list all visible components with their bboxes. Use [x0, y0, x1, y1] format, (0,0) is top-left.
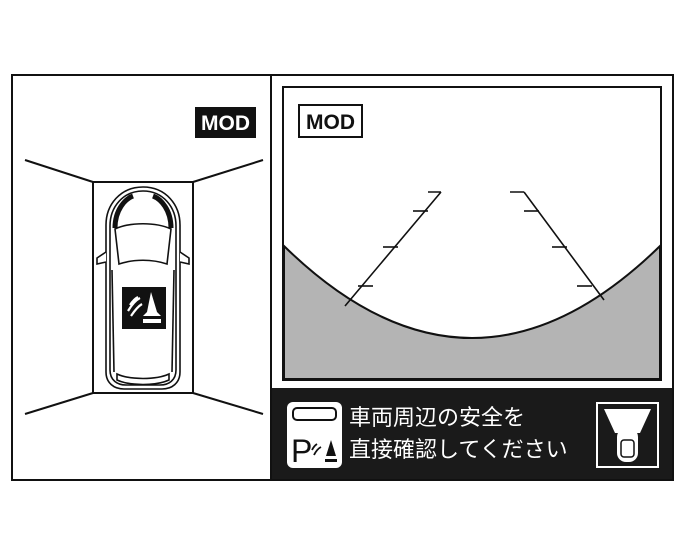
parking-icon-letter: P	[291, 433, 312, 469]
rear-view-car-icon[interactable]	[596, 402, 659, 468]
warning-line-2: 直接確認してください	[349, 438, 568, 463]
mode-badge-right	[298, 104, 363, 138]
warning-bar: P 車両周辺の安全を 直接確認してください	[272, 388, 672, 479]
parking-assist-icon: P	[287, 402, 342, 469]
rear-camera-view[interactable]: MOD	[282, 86, 662, 381]
top-down-view[interactable]: MOD	[24, 107, 264, 415]
warning-line-1: 車両周辺の安全を	[349, 406, 525, 431]
ground-area	[283, 243, 661, 380]
guide-lines	[24, 159, 264, 415]
mode-badge-left	[195, 107, 256, 138]
mode-badge-right-label: MOD	[306, 111, 355, 134]
parking-sensor-icon	[122, 287, 166, 329]
mode-badge-left-label: MOD	[201, 112, 250, 135]
parking-guide-lines	[344, 191, 605, 307]
